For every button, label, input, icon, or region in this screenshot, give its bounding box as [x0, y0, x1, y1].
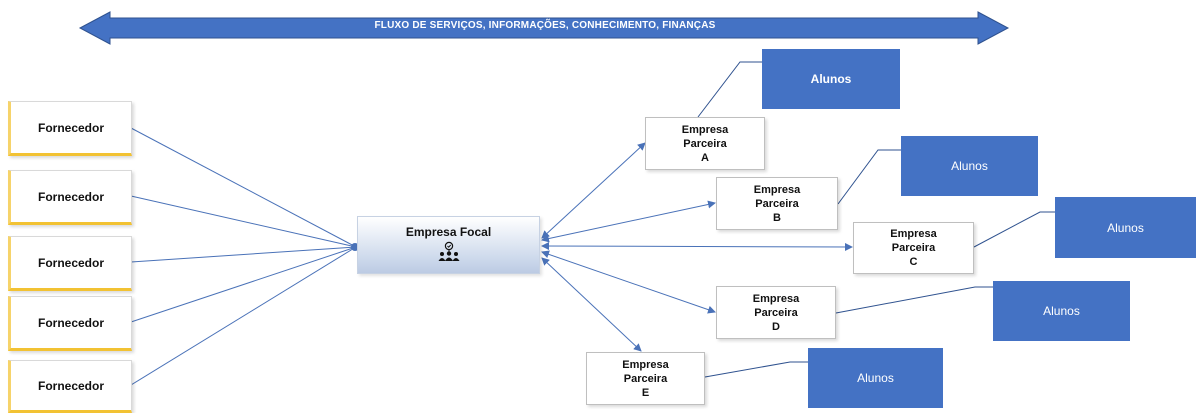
- partner-line2: Parceira: [623, 372, 668, 385]
- partner-line1: Empresa: [753, 183, 801, 196]
- partner-letter: A: [701, 151, 709, 164]
- supplier-connectors: [130, 127, 357, 386]
- partner-line2: Parceira: [683, 137, 727, 150]
- partner-line1: Empresa: [890, 228, 937, 240]
- people-group-icon: [434, 241, 464, 268]
- supplier-label: Fornecedor: [37, 315, 104, 330]
- connector-supplier-5: [130, 246, 357, 386]
- partner-letter: D: [772, 320, 780, 333]
- partner-line2: Parceira: [754, 306, 798, 319]
- partner-letter: C: [909, 256, 918, 268]
- partner-line1: Empresa: [681, 123, 729, 136]
- flow-banner-label: FLUXO DE SERVIÇOS, INFORMAÇÕES, CONHECIM…: [374, 20, 716, 31]
- supplier-label: Fornecedor: [37, 189, 104, 204]
- connector-supplier-2: [130, 195, 357, 248]
- connector-partner-c: [541, 242, 853, 251]
- alunos-label: Alunos: [810, 72, 852, 86]
- alunos-connectors: [697, 61, 1055, 378]
- supplier-box-4: Fornecedor: [8, 296, 132, 351]
- connector-partner-a: [541, 142, 646, 239]
- connector-alunos-e: [704, 361, 808, 378]
- connector-alunos-a: [697, 61, 762, 118]
- alunos-box-d: Alunos: [993, 281, 1130, 341]
- connector-alunos-b: [837, 149, 901, 205]
- connector-alunos-c: [973, 211, 1055, 248]
- connector-alunos-d: [835, 286, 993, 314]
- partner-letter: B: [773, 211, 781, 224]
- partner-line2: Parceira: [891, 242, 936, 254]
- partner-line1: Empresa: [752, 292, 800, 305]
- connector-partner-e: [541, 257, 642, 352]
- alunos-box-c: Alunos: [1055, 197, 1196, 258]
- supplier-label: Fornecedor: [37, 378, 104, 393]
- partner-line1: Empresa: [622, 358, 669, 371]
- connector-partner-b: [541, 200, 716, 243]
- focal-company-label: Empresa Focal: [405, 225, 492, 239]
- alunos-label: Alunos: [1043, 304, 1080, 318]
- supplier-label: Fornecedor: [37, 120, 104, 135]
- alunos-box-a: Alunos: [762, 49, 900, 109]
- alunos-label: Alunos: [951, 159, 988, 173]
- supplier-label: Fornecedor: [37, 255, 104, 270]
- supplier-box-2: Fornecedor: [8, 170, 132, 225]
- supplier-box-3: Fornecedor: [8, 236, 132, 291]
- connector-supplier-3: [130, 246, 357, 263]
- partner-connectors: [541, 142, 853, 352]
- focal-company-box: Empresa Focal: [357, 216, 540, 274]
- flow-banner-arrow: [78, 11, 1010, 45]
- supplier-box-1: Fornecedor: [8, 101, 132, 156]
- supplier-box-5: Fornecedor: [8, 360, 132, 413]
- connector-supplier-4: [130, 246, 357, 323]
- connector-supplier-1: [130, 127, 357, 248]
- alunos-box-e: Alunos: [808, 348, 943, 408]
- alunos-box-b: Alunos: [901, 136, 1038, 196]
- partner-letter: E: [641, 386, 650, 399]
- partner-line2: Parceira: [755, 197, 799, 210]
- alunos-label: Alunos: [857, 371, 894, 385]
- alunos-label: Alunos: [1107, 220, 1144, 235]
